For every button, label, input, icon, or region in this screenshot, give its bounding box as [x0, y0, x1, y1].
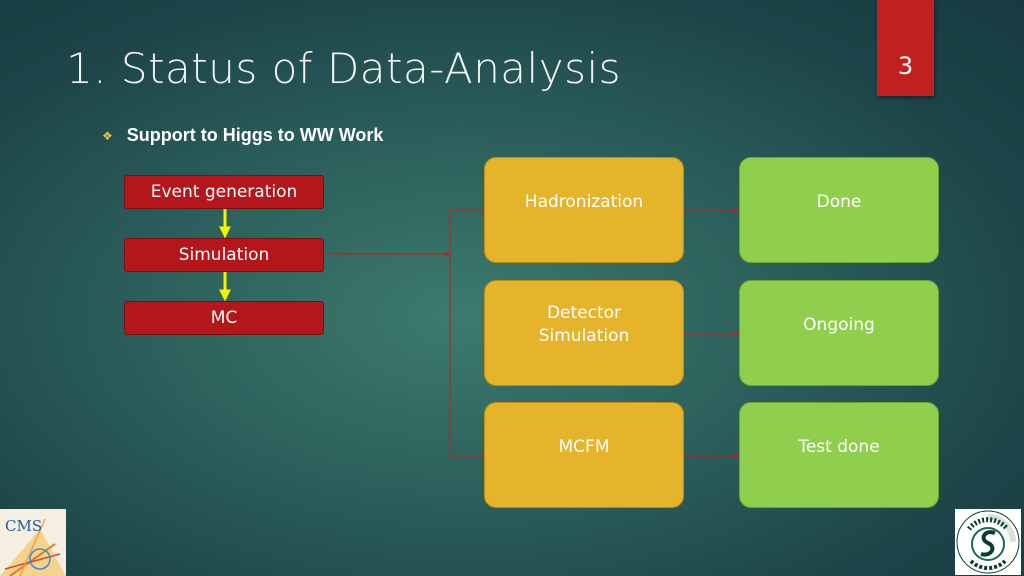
simulation-box: Simulation: [124, 238, 324, 272]
skku-logo: [955, 509, 1021, 575]
stage-status-label: Ongoing: [803, 315, 875, 335]
mc-box: MC: [124, 301, 324, 335]
stage-task-label: MCFM: [558, 436, 610, 457]
status-ongoing-box: Ongoing: [739, 280, 939, 386]
event-generation-box: Event generation: [124, 175, 324, 209]
diamond-bullet-icon: ❖: [102, 128, 113, 143]
status-done-box: Done: [739, 157, 939, 263]
slide-number: 3: [897, 52, 914, 80]
bullet-text: Support to Higgs to WW Work: [126, 125, 384, 145]
cms-logo: CMS: [0, 509, 66, 576]
stage-task-label: Hadronization: [524, 191, 644, 212]
bullet-item: ❖ Support to Higgs to WW Work: [102, 125, 383, 146]
stage-status-label: Test done: [798, 437, 880, 457]
hadronization-box: Hadronization: [484, 157, 684, 263]
detector-simulation-box: Detector Simulation: [484, 280, 684, 386]
slide-number-badge: 3: [877, 0, 934, 96]
slide-title: 1. Status of Data-Analysis: [66, 44, 622, 93]
mcfm-box: MCFM: [484, 402, 684, 508]
stage-status-label: Done: [816, 192, 862, 212]
stage-task-label: Detector Simulation: [538, 303, 630, 346]
status-test-done-box: Test done: [739, 402, 939, 508]
svg-text:CMS: CMS: [5, 517, 42, 535]
